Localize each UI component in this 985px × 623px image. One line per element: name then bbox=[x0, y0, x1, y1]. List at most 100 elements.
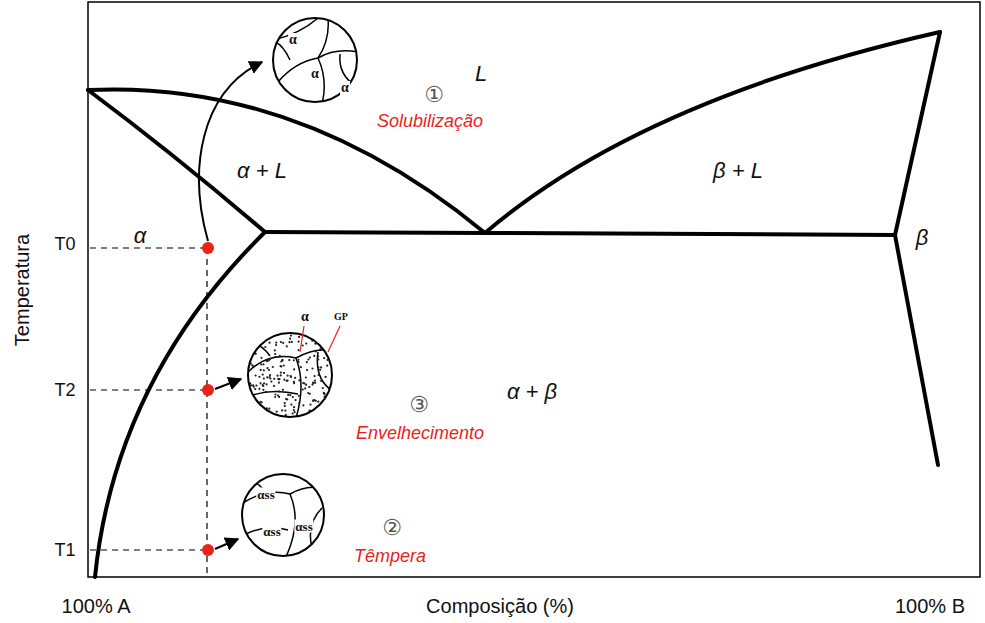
precipitate-dot bbox=[285, 414, 287, 416]
precipitate-dot bbox=[286, 380, 288, 382]
precipitate-dot bbox=[320, 380, 322, 382]
precipitate-dot bbox=[266, 367, 268, 369]
phase-region-label: β bbox=[916, 227, 929, 249]
grain-label: αss bbox=[294, 520, 313, 533]
precipitate-dot bbox=[268, 369, 270, 371]
precipitate-dot bbox=[277, 394, 279, 396]
precipitate-dot bbox=[323, 392, 325, 394]
temperature-tick: T0 bbox=[54, 235, 75, 253]
precipitate-dot bbox=[278, 378, 280, 380]
precipitate-dot bbox=[262, 384, 264, 386]
precipitate-dot bbox=[302, 404, 304, 406]
precipitate-dot bbox=[312, 382, 314, 384]
pointer-arrows bbox=[199, 62, 262, 549]
precipitate-dot bbox=[287, 394, 289, 396]
phase-lines bbox=[88, 32, 940, 577]
precipitate-dot bbox=[313, 382, 315, 384]
precipitate-dot bbox=[300, 366, 302, 368]
precipitate-dot bbox=[295, 399, 297, 401]
precipitate-dot bbox=[266, 360, 268, 362]
phase-region-label: α + L bbox=[237, 160, 287, 182]
precipitate-dot bbox=[284, 402, 286, 404]
precipitate-dot bbox=[270, 381, 272, 383]
axis-title: Temperatura bbox=[12, 234, 32, 346]
precipitate-dot bbox=[293, 359, 295, 361]
precipitate-dot bbox=[275, 344, 277, 346]
phase-region-label: α + β bbox=[507, 381, 557, 403]
precipitate-dot bbox=[283, 372, 285, 374]
precipitate-dot bbox=[293, 406, 295, 408]
precipitate-dot bbox=[274, 396, 276, 398]
precipitate-dot bbox=[260, 357, 262, 359]
plot-frame bbox=[88, 2, 980, 577]
precipitate-dot bbox=[283, 364, 285, 366]
precipitate-dot bbox=[294, 411, 296, 413]
precipitate-dot bbox=[325, 376, 327, 378]
precipitate-dot bbox=[273, 378, 275, 380]
precipitate-dot bbox=[281, 359, 283, 361]
precipitate-dot bbox=[280, 372, 282, 374]
precipitate-dot bbox=[274, 349, 276, 351]
precipitate-dot bbox=[282, 389, 284, 391]
precipitate-dot bbox=[323, 392, 325, 394]
precipitate-dot bbox=[269, 358, 271, 360]
precipitate-dot bbox=[287, 379, 289, 381]
precipitate-dot bbox=[315, 350, 317, 352]
precipitate-dot bbox=[269, 342, 271, 344]
precipitate-dot bbox=[311, 367, 313, 369]
phase-region-label: L bbox=[475, 63, 487, 85]
precipitate-dot bbox=[285, 398, 287, 400]
precipitate-dot bbox=[302, 389, 304, 391]
precipitate-dot bbox=[306, 361, 308, 363]
state-dots bbox=[202, 242, 214, 556]
precipitate-dot bbox=[251, 364, 253, 366]
precipitate-dot bbox=[298, 336, 300, 338]
precipitate-dot bbox=[258, 376, 260, 378]
precipitate-dot bbox=[260, 369, 262, 371]
precipitate-dot bbox=[286, 345, 288, 347]
precipitate-dot bbox=[262, 374, 264, 376]
precipitate-dot bbox=[293, 409, 295, 411]
precipitate-dot bbox=[253, 386, 255, 388]
precipitate-dot bbox=[278, 382, 280, 384]
precipitate-dot bbox=[262, 363, 264, 365]
precipitate-dot bbox=[266, 383, 268, 385]
temperature-tick: T1 bbox=[54, 541, 75, 559]
precipitate-dot bbox=[278, 378, 280, 380]
precipitate-dot bbox=[313, 355, 315, 357]
precipitate-dot bbox=[266, 376, 268, 378]
axis-title: Composição (%) bbox=[426, 596, 574, 616]
step-label: Solubilização bbox=[377, 112, 483, 130]
grain-label: GP bbox=[333, 312, 349, 322]
precipitate-dot bbox=[273, 385, 275, 387]
precipitate-dot bbox=[281, 409, 283, 411]
precipitate-dot bbox=[293, 368, 295, 370]
precipitate-dot bbox=[274, 393, 276, 395]
callout-number: ② bbox=[382, 517, 402, 539]
precipitate-dot bbox=[309, 404, 311, 406]
precipitate-dot bbox=[263, 369, 265, 371]
precipitate-dot bbox=[288, 341, 290, 343]
precipitate-dot bbox=[274, 353, 276, 355]
temperature-tick: T2 bbox=[54, 381, 75, 399]
precipitate-dot bbox=[319, 369, 321, 371]
precipitate-dot bbox=[283, 379, 285, 381]
precipitate-dot bbox=[269, 376, 271, 378]
precipitate-dot bbox=[284, 405, 286, 407]
precipitate-dot bbox=[290, 404, 292, 406]
precipitate-dot bbox=[262, 389, 264, 391]
precipitate-dot bbox=[312, 399, 314, 401]
precipitate-dot bbox=[275, 342, 277, 344]
precipitate-dot bbox=[312, 400, 314, 402]
precipitate-dot bbox=[298, 361, 300, 363]
precipitate-dot bbox=[297, 359, 299, 361]
precipitate-dot bbox=[292, 396, 294, 398]
precipitate-dot bbox=[323, 357, 325, 359]
precipitate-dot bbox=[265, 391, 267, 393]
precipitate-dot bbox=[306, 369, 308, 371]
phase-region-label: β + L bbox=[713, 160, 763, 182]
precipitate-dot bbox=[324, 393, 326, 395]
precipitate-dot bbox=[289, 394, 291, 396]
precipitate-dot bbox=[276, 411, 278, 413]
axis-end-label: 100% A bbox=[62, 596, 131, 616]
